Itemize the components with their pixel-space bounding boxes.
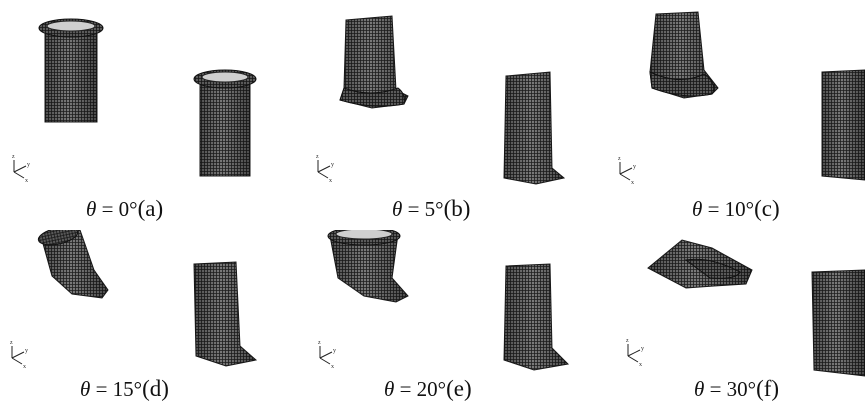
panel-e: z y x θ = 20°(e) [300, 230, 600, 409]
svg-text:z: z [10, 340, 13, 346]
axis-triad: z y x [10, 340, 28, 370]
crushed-tube [821, 69, 865, 181]
panel-caption: θ = 15°(d) [80, 376, 169, 401]
panel-caption: θ = 30°(f) [694, 376, 780, 401]
svg-text:z: z [12, 154, 15, 160]
svg-text:y: y [331, 162, 334, 168]
crash-tube-figure: z y x [626, 239, 865, 377]
crash-tube-figure: z y x [318, 230, 570, 371]
svg-text:x: x [631, 180, 634, 186]
svg-text:z: z [316, 154, 319, 160]
svg-text:x: x [331, 364, 334, 370]
svg-text:y: y [27, 162, 30, 168]
panel-f: z y x θ = 30°(f) [600, 230, 865, 409]
crash-tube-figure: z y x [316, 15, 566, 185]
crushed-tube [503, 71, 566, 185]
panel-caption: θ = 10°(c) [692, 196, 780, 221]
axis-triad: z y x [12, 154, 30, 184]
impactor-tube [647, 239, 753, 289]
crushed-tube [193, 69, 257, 177]
svg-text:y: y [641, 346, 644, 352]
impactor-tube [38, 18, 104, 123]
svg-text:x: x [23, 364, 26, 370]
axis-triad: z y x [618, 156, 636, 186]
panel-caption: θ = 0°(a) [86, 196, 164, 221]
axis-triad: z y x [316, 154, 334, 184]
axis-triad: z y x [626, 338, 644, 368]
impactor-tube [339, 15, 409, 109]
panel-a: z y x θ = 0°(a) [0, 0, 290, 230]
panel-caption: θ = 5°(b) [392, 196, 471, 221]
svg-text:x: x [329, 178, 332, 184]
crushed-tube [503, 263, 570, 371]
impactor-tube [37, 230, 109, 299]
svg-text:y: y [633, 164, 636, 170]
impactor-tube [649, 11, 719, 99]
panel-d: z y x θ = 15°(d) [0, 230, 290, 409]
crushed-tube [811, 269, 865, 377]
crushed-tube [193, 261, 258, 367]
svg-text:x: x [25, 178, 28, 184]
impactor-tube [327, 230, 409, 303]
svg-text:y: y [25, 348, 28, 354]
svg-text:y: y [333, 348, 336, 354]
crash-tube-figure: z y x [10, 230, 258, 370]
axis-triad: z y x [318, 340, 336, 370]
crash-tube-figure: z y x [12, 18, 257, 184]
svg-text:z: z [618, 156, 621, 162]
crash-tube-figure: z y x [618, 11, 865, 186]
svg-text:z: z [318, 340, 321, 346]
svg-text:z: z [626, 338, 629, 344]
svg-text:x: x [639, 362, 642, 368]
panel-b: z y x θ = 5°(b) [300, 0, 600, 230]
panel-c: z y x θ = 10°(c) [600, 0, 865, 230]
panel-caption: θ = 20°(e) [384, 376, 472, 401]
